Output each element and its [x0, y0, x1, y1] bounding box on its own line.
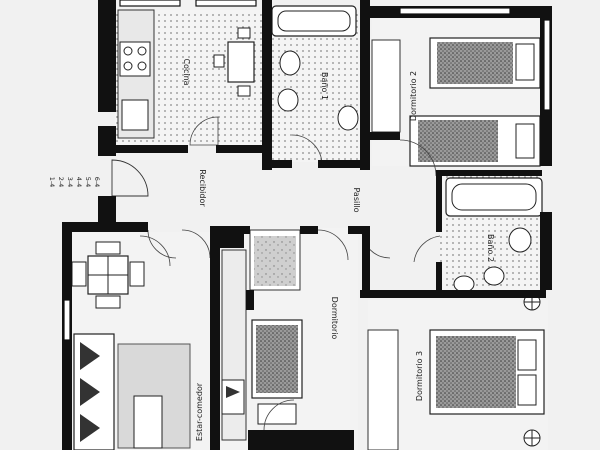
- tv-cabinet: [221, 379, 245, 415]
- toilet-2: [483, 266, 505, 286]
- label-cocina: Cocina: [182, 58, 191, 85]
- label-bano-2: Baño 2: [486, 234, 495, 262]
- legend-item: 1-4: [48, 177, 56, 188]
- toilet-1: [279, 50, 301, 76]
- bidet-1: [277, 88, 299, 112]
- label-pasillo: Pasillo: [352, 187, 361, 212]
- label-estar-comedor: Estar-comedor: [195, 382, 204, 441]
- bathroom-2-area: [413, 176, 543, 293]
- legend-item: 3-4: [66, 177, 74, 188]
- kitchen-area: [115, 9, 265, 146]
- washbasin-1: [337, 105, 359, 131]
- label-recibidor: Recibidor: [198, 169, 207, 207]
- label-bano-1: Baño 1: [320, 72, 329, 100]
- wardrobe-2: [371, 39, 401, 133]
- entry-door-swing: [111, 159, 149, 197]
- kitchen-sink: [121, 99, 149, 131]
- bathroom-1-area: [270, 5, 362, 166]
- legend-item: 6-4: [93, 177, 101, 188]
- legend-item: 5-4: [84, 177, 92, 188]
- living-room-area: [68, 232, 245, 450]
- bedroom-3-area: [367, 293, 548, 450]
- stove: [119, 41, 151, 77]
- label-dormitorio-2: Dormitorio 2: [409, 71, 418, 121]
- legend-item: 4-4: [75, 177, 83, 188]
- label-dormitorio: Dormitorio: [330, 297, 339, 340]
- label-dormitorio-3: Dormitorio 3: [415, 351, 424, 401]
- bidet-2: [453, 275, 475, 293]
- kitchen-table: [227, 41, 255, 83]
- legend: 1-4 2-4 3-4 4-4 5-4 6-4: [48, 177, 101, 188]
- bathtub-2: [445, 177, 543, 217]
- wardrobe-3: [367, 329, 399, 450]
- bedroom-2-area: [371, 16, 542, 177]
- windows: [63, 0, 551, 341]
- legend-item: 2-4: [57, 177, 65, 188]
- washbasin-2: [508, 227, 532, 253]
